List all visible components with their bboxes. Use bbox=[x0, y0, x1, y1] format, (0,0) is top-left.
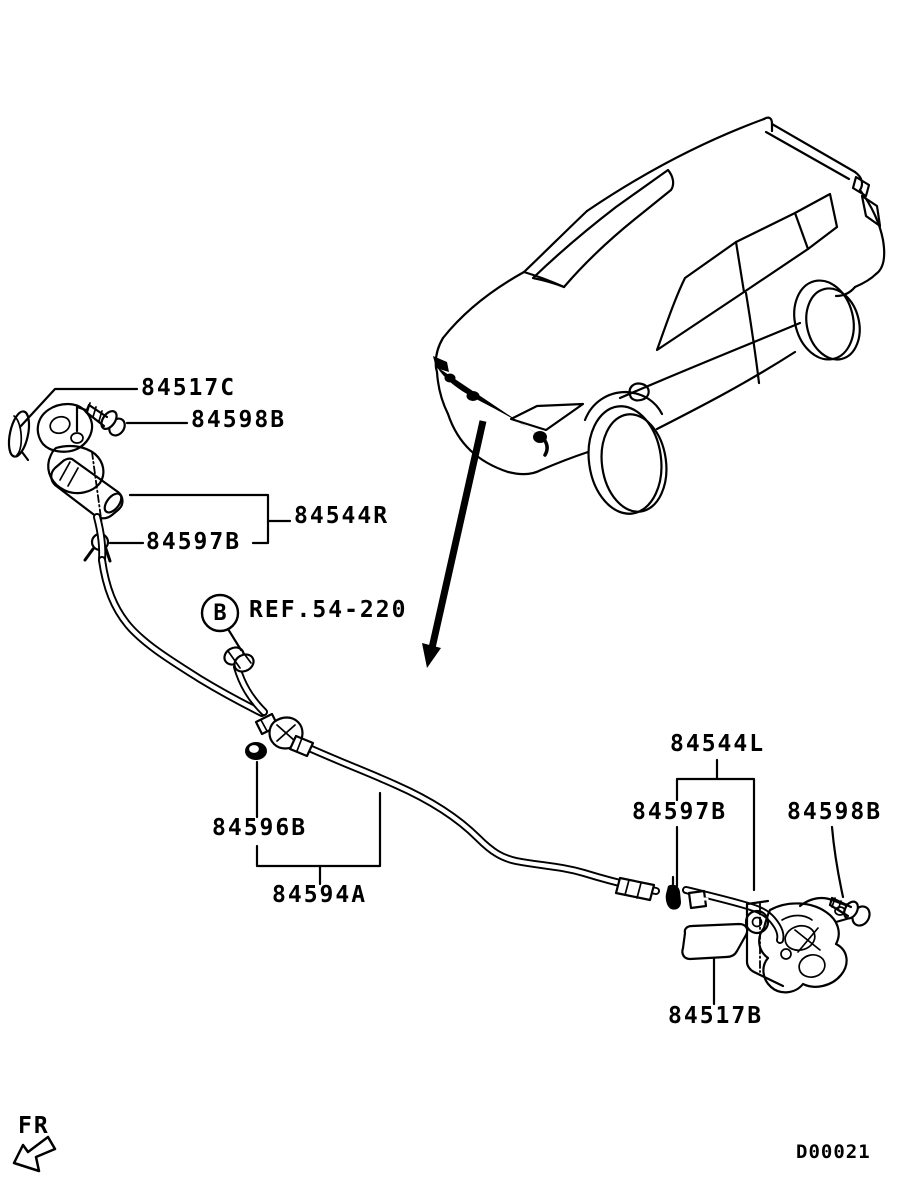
hose-grommet bbox=[245, 742, 267, 760]
callout-84598B-right: 84598B bbox=[787, 799, 883, 825]
joint-fitting-b bbox=[223, 646, 255, 673]
ref-badge: B bbox=[213, 600, 227, 626]
location-arrow bbox=[422, 420, 487, 668]
washer-actuator-left bbox=[36, 402, 124, 534]
hose-connector-right bbox=[614, 876, 656, 902]
drawing-code: D00021 bbox=[796, 1141, 871, 1163]
hose-junction-connector bbox=[254, 712, 315, 758]
ref-note: REF.54-220 bbox=[249, 597, 408, 623]
fr-direction-arrow bbox=[12, 1135, 57, 1173]
washer-hose-front bbox=[93, 513, 785, 944]
callout-84517C: 84517C bbox=[141, 375, 237, 401]
nozzle-cover-left bbox=[7, 410, 31, 462]
callout-84597B-right: 84597B bbox=[632, 799, 728, 825]
callout-84544R: 84544R bbox=[294, 503, 390, 529]
callout-84594A: 84594A bbox=[272, 882, 368, 908]
bumper-washer-hose-highlight bbox=[433, 356, 549, 457]
washer-screw-right bbox=[828, 896, 871, 927]
nozzle-cover-right bbox=[681, 922, 749, 961]
hose-clip-right bbox=[665, 875, 709, 910]
callout-84596B: 84596B bbox=[212, 815, 308, 841]
callout-leader-lines bbox=[18, 387, 845, 1006]
callout-84517B: 84517B bbox=[668, 1003, 764, 1029]
washer-actuator-right bbox=[744, 896, 854, 994]
vehicle-outline bbox=[433, 116, 886, 515]
callout-84544L: 84544L bbox=[670, 731, 766, 757]
fr-direction-label: FR bbox=[18, 1113, 50, 1139]
callout-84597B-left: 84597B bbox=[146, 529, 242, 555]
callout-84598B-left: 84598B bbox=[191, 407, 287, 433]
